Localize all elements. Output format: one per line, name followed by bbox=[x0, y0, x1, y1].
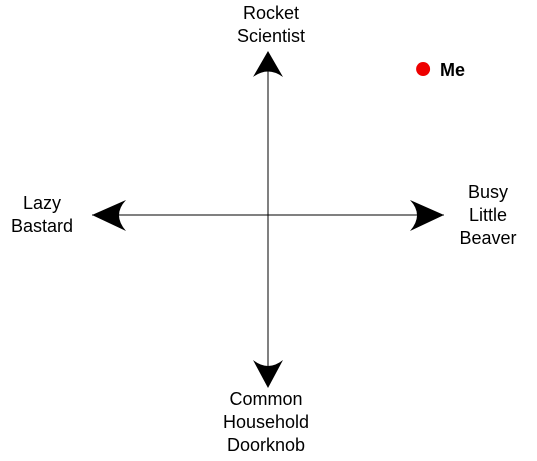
x-positive-line-3: Beaver bbox=[459, 228, 517, 248]
point-label-me: Me bbox=[440, 60, 466, 80]
x-negative-line-1: Lazy bbox=[22, 193, 62, 213]
x-negative-label: Lazy Bastard bbox=[0, 192, 84, 238]
arrow-up-icon bbox=[253, 51, 283, 77]
y-positive-line-2: Scientist bbox=[236, 26, 306, 46]
y-negative-line-1: Common bbox=[229, 389, 303, 409]
arrow-down-icon bbox=[253, 360, 283, 388]
arrow-left-icon bbox=[92, 200, 126, 231]
x-positive-label: Busy Little Beaver bbox=[444, 181, 532, 250]
data-point-0 bbox=[416, 62, 431, 77]
points-layer bbox=[416, 62, 431, 77]
x-negative-line-2: Bastard bbox=[10, 216, 74, 236]
y-positive-label: Rocket Scientist bbox=[216, 2, 326, 48]
y-negative-line-3: Doorknob bbox=[226, 435, 306, 455]
arrow-right-icon bbox=[410, 200, 444, 231]
y-negative-line-2: Household bbox=[222, 412, 310, 432]
x-positive-line-1: Busy bbox=[467, 182, 509, 202]
y-negative-label: Common Household Doorknob bbox=[208, 388, 324, 457]
x-positive-line-2: Little bbox=[468, 205, 508, 225]
y-positive-line-1: Rocket bbox=[242, 3, 300, 23]
